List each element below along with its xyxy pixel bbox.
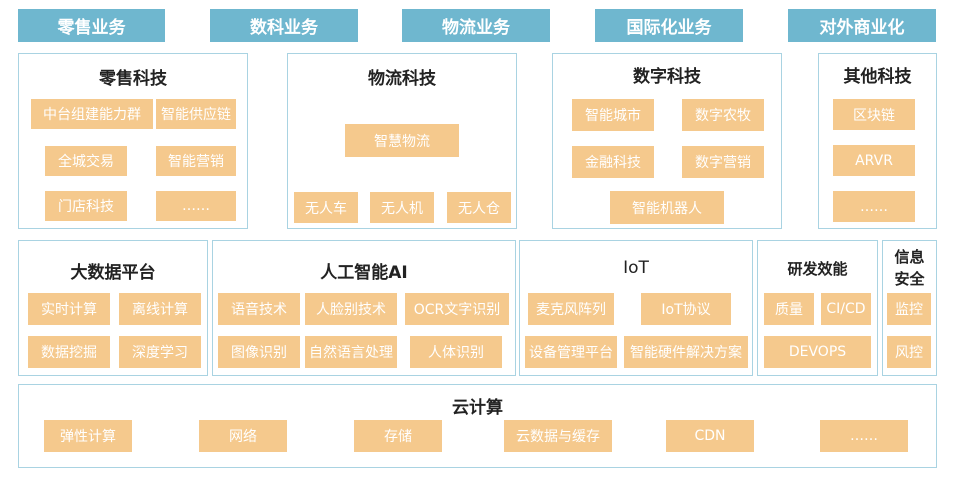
module-chip: 人体识别	[410, 336, 502, 368]
module-chip: 自然语言处理	[305, 336, 397, 368]
panel-title: 人工智能AI	[320, 263, 408, 283]
module-chip: ARVR	[833, 145, 915, 176]
panel-title: 云计算	[452, 398, 503, 418]
module-chip: 智能营销	[156, 146, 236, 176]
module-chip: ……	[156, 191, 236, 221]
module-chip: 智慧物流	[345, 124, 459, 157]
digital-tech-panel: 数字科技 智能城市 数字农牧 金融科技 数字营销 智能机器人	[552, 53, 782, 229]
module-chip: 语音技术	[218, 293, 300, 325]
module-chip: 智能供应链	[156, 99, 236, 129]
module-chip: 深度学习	[119, 336, 201, 368]
big-data-panel: 大数据平台 实时计算 离线计算 数据挖掘 深度学习	[18, 240, 208, 376]
panel-title: IoT	[623, 258, 649, 278]
business-external: 对外商业化	[788, 9, 936, 42]
module-chip: 数据挖掘	[28, 336, 110, 368]
module-chip: 设备管理平台	[525, 336, 617, 368]
infosec-panel: 信息 安全 监控 风控	[882, 240, 937, 376]
business-digital-finance: 数科业务	[210, 9, 358, 42]
module-chip: 数字营销	[682, 146, 764, 178]
module-chip: 无人机	[370, 192, 434, 223]
ai-panel: 人工智能AI 语音技术 人脸别技术 OCR文字识别 图像识别 自然语言处理 人体…	[212, 240, 516, 376]
module-chip: 网络	[199, 420, 287, 452]
module-chip: IoT协议	[641, 293, 731, 325]
module-chip: 智能城市	[572, 99, 654, 131]
panel-title-line2: 安全	[894, 270, 925, 288]
panel-title: 数字科技	[633, 67, 701, 87]
module-chip: 智能机器人	[610, 191, 724, 224]
business-retail: 零售业务	[18, 9, 165, 42]
module-chip: 人脸别技术	[305, 293, 397, 325]
module-chip: ……	[833, 191, 915, 222]
module-chip: 存储	[354, 420, 442, 452]
module-chip: 麦克风阵列	[528, 293, 614, 325]
module-chip: 风控	[887, 336, 931, 368]
iot-panel: IoT 麦克风阵列 IoT协议 设备管理平台 智能硬件解决方案	[519, 240, 753, 376]
module-chip: OCR文字识别	[405, 293, 509, 325]
module-chip: 金融科技	[572, 146, 654, 178]
business-international: 国际化业务	[595, 9, 743, 42]
panel-title: 零售科技	[99, 69, 167, 89]
module-chip: 实时计算	[28, 293, 110, 325]
module-chip: 质量	[764, 293, 814, 325]
module-chip: ……	[820, 420, 908, 452]
module-chip: 云数据与缓存	[504, 420, 612, 452]
rd-efficiency-panel: 研发效能 质量 CI/CD DEVOPS	[757, 240, 878, 376]
module-chip: 全城交易	[45, 146, 127, 176]
module-chip: 无人车	[294, 192, 358, 223]
module-chip: 监控	[887, 293, 931, 325]
module-chip: 图像识别	[218, 336, 300, 368]
logistics-tech-panel: 物流科技 智慧物流 无人车 无人机 无人仓	[287, 53, 517, 229]
panel-title: 其他科技	[843, 67, 912, 87]
module-chip: CI/CD	[821, 293, 871, 325]
module-chip: DEVOPS	[764, 336, 871, 368]
panel-title: 大数据平台	[70, 263, 156, 283]
panel-title: 物流科技	[368, 69, 436, 89]
other-tech-panel: 其他科技 区块链 ARVR ……	[818, 53, 937, 229]
panel-title: 研发效能	[787, 260, 848, 278]
module-chip: 离线计算	[119, 293, 201, 325]
module-chip: 区块链	[833, 99, 915, 130]
business-logistics: 物流业务	[402, 9, 550, 42]
module-chip: 弹性计算	[44, 420, 132, 452]
module-chip: 门店科技	[45, 191, 127, 221]
module-chip: CDN	[666, 420, 754, 452]
module-chip: 数字农牧	[682, 99, 764, 131]
cloud-computing-panel: 云计算 弹性计算 网络 存储 云数据与缓存 CDN ……	[18, 384, 937, 468]
panel-title-line1: 信息	[894, 248, 925, 266]
retail-tech-panel: 零售科技 中台组建能力群 智能供应链 全城交易 智能营销 门店科技 ……	[18, 53, 248, 229]
module-chip: 智能硬件解决方案	[624, 336, 748, 368]
module-chip: 无人仓	[447, 192, 511, 223]
module-chip: 中台组建能力群	[31, 99, 153, 129]
